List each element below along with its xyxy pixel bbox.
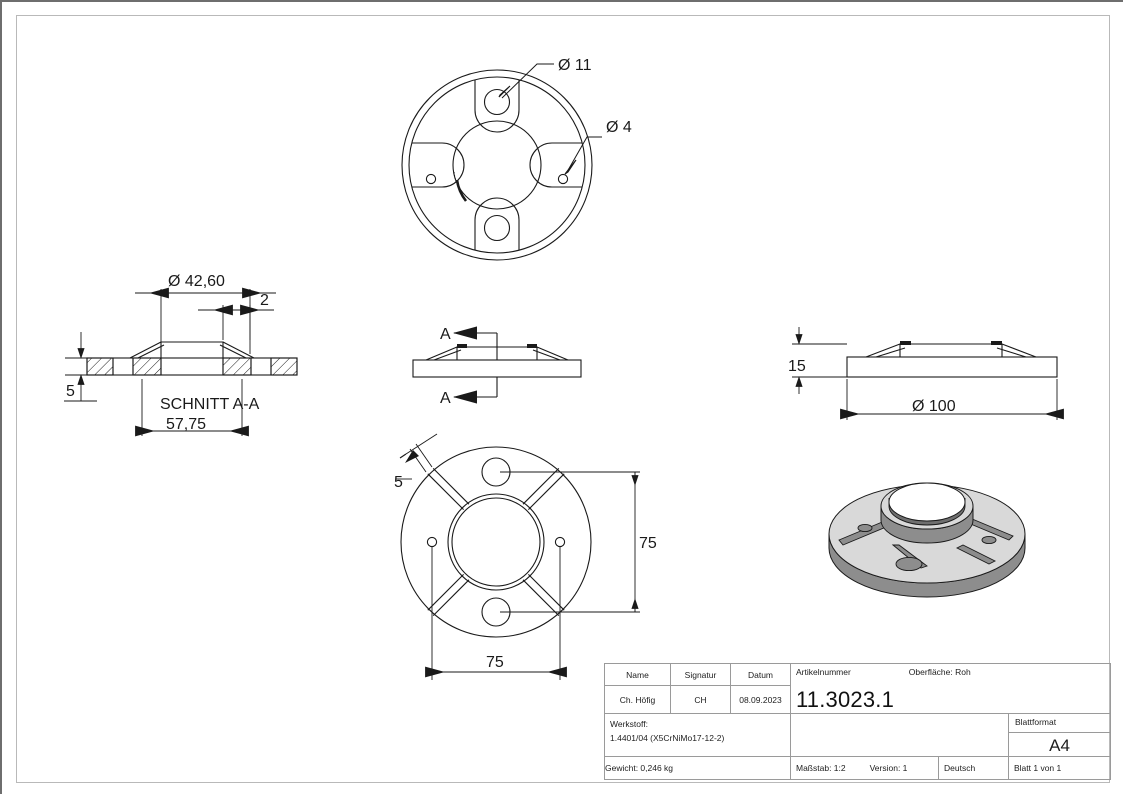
hole-dia-11-bottom (483, 214, 511, 242)
front-elevation-geometry (412, 326, 582, 404)
callout-dia-4: Ø 4 (606, 119, 632, 136)
dim-height-15: 15 (788, 358, 806, 375)
bottom-view-callouts (498, 63, 602, 175)
werkstoff-value: 1.4401/04 (X5CrNiMo17-12-2) (610, 733, 725, 744)
td-signatur: CH (670, 685, 731, 714)
td-gewicht: Gewicht: 0,246 kg (605, 763, 674, 773)
top-plan-view-geometry (400, 446, 592, 638)
th-signatur: Signatur (670, 663, 731, 686)
th-name: Name (604, 663, 671, 686)
dim-dia-42-60: Ø 42,60 (168, 273, 225, 290)
td-name: Ch. Höfig (604, 685, 671, 714)
td-massstab: Maßstab: 1:2 (796, 763, 846, 773)
dim-width-57-75: 57,75 (166, 416, 206, 433)
plan-hole-left (426, 536, 438, 548)
section-title: SCHNITT A-A (160, 396, 260, 413)
td-blatt: Blatt 1 von 1 (1014, 763, 1062, 773)
section-mark-a-top: A (440, 326, 451, 343)
dim-thk-2: 2 (260, 292, 269, 309)
dim-plate-5: 5 (66, 383, 75, 400)
dimension-text: Ø 11 Ø 4 Ø 42,60 2 5 SCHNITT A-A 57,75 A… (66, 57, 956, 671)
drawing-frame (16, 15, 1110, 783)
section-a-a-geometry (86, 341, 298, 376)
th-blattformat: Blattformat (1015, 717, 1057, 727)
th-oberflaeche: Oberfläche: Roh (908, 667, 971, 677)
hole-dia-11-top (483, 88, 511, 116)
th-artikelnummer: Artikelnummer (796, 667, 851, 677)
plan-hole-right (554, 536, 566, 548)
article-number: 11.3023.1 (796, 686, 895, 712)
td-sprache: Deutsch (944, 763, 976, 773)
werkstoff-label: Werkstoff: (610, 719, 648, 729)
td-version: Version: 1 (869, 763, 908, 773)
hole-dia-4-right (557, 173, 569, 185)
title-block: Name Signatur Datum Artikelnummer Oberfl… (604, 663, 1112, 780)
hole-dia-4-left (425, 173, 437, 185)
dim-pitch-v-75: 75 (639, 535, 657, 552)
callout-dia-11: Ø 11 (558, 57, 592, 74)
dimension-lines (64, 287, 1064, 680)
td-blattformat: A4 (1049, 736, 1070, 755)
section-mark-a-bottom: A (440, 390, 451, 407)
right-elevation-geometry (846, 341, 1058, 378)
td-datum: 08.09.2023 (730, 685, 791, 714)
isometric-3d-view (828, 482, 1026, 598)
dim-pitch-h-75: 75 (486, 654, 504, 671)
dim-rib-5: 5 (394, 474, 403, 491)
bottom-view-geometry (401, 69, 593, 261)
th-datum: Datum (730, 663, 791, 686)
dim-dia-100: Ø 100 (912, 398, 956, 415)
